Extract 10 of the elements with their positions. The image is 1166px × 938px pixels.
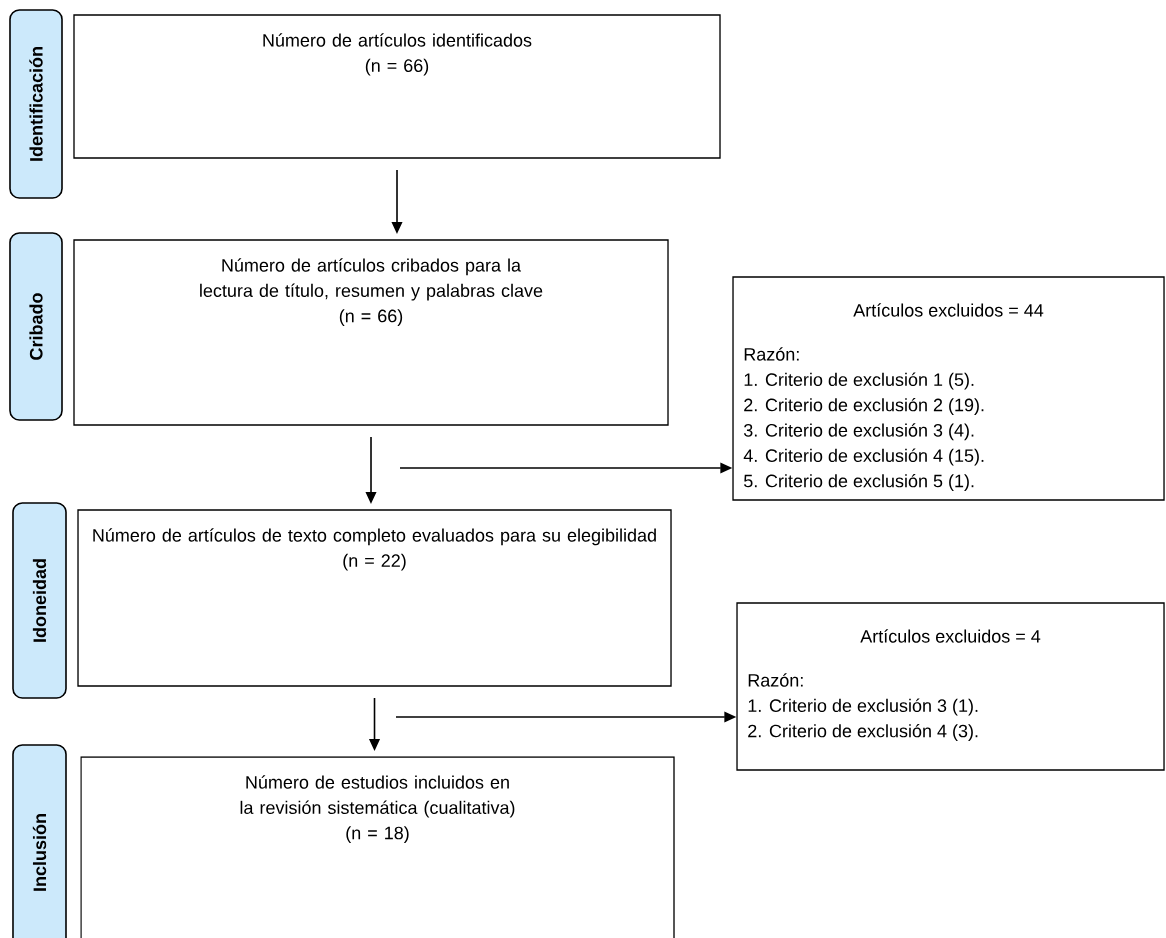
stage-tab: Inclusión — [12, 744, 67, 938]
process-box: Número de artículos cribados para la lectura de título, resumen y palabras clave (n = 66) — [73, 239, 669, 426]
process-box: Número de artículos de texto completo evaluados para su elegibilidad (n = 22) — [77, 509, 672, 687]
exclusion-box: Artículos excluidos = 4 Razón: 1. Criterio de exclusión 3 (1). 2. Criterio de exclusión 4 (3). — [736, 602, 1165, 771]
exclusion-box: Artículos excluidos = 44 Razón: 1. Criterio de exclusión 1 (5). 2. Criterio de exclusión 2 (19). 3. Criterio de exclusión 3 (4). 4. Criterio de exclusión 4 (15). 5. Criterio de exclusión 5 (1). — [732, 276, 1165, 501]
stage-tab: Identificación — [9, 9, 63, 199]
stage-tab: Cribado — [9, 232, 63, 421]
process-box: Número de estudios incluidos en la revisión sistemática (cualitativa) (n = 18) — [80, 756, 675, 938]
stage-tab: Idoneidad — [12, 502, 67, 699]
process-box: Número de artículos identificados (n = 66) — [73, 14, 721, 159]
